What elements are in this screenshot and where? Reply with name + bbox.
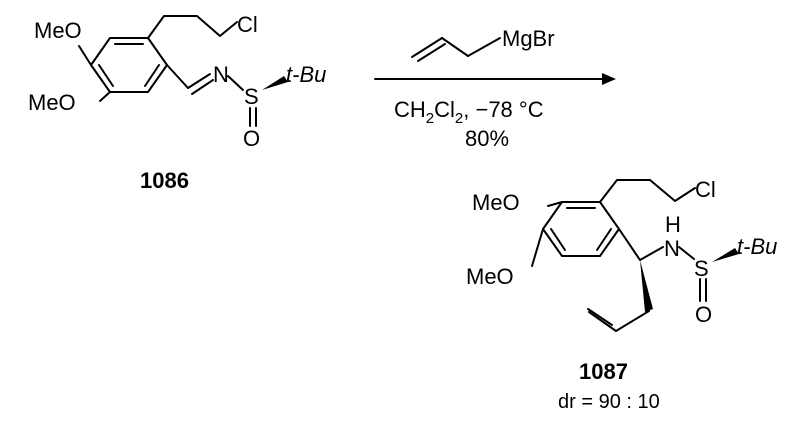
chlorine-label: Cl (237, 12, 258, 37)
reagent-structure: MgBr (411, 26, 555, 62)
compound-number: 1086 (140, 168, 189, 193)
reaction-yield: 80% (465, 126, 509, 151)
reaction-conditions: CH2Cl2, −78 °C (394, 97, 544, 127)
sulfur-label: S (244, 84, 259, 109)
compound-number: 1087 (579, 359, 628, 384)
methoxy-label: MeO (34, 18, 82, 43)
sulfur-label: S (694, 256, 709, 281)
methoxy-label: MeO (28, 90, 76, 115)
methoxy-label: MeO (472, 190, 520, 215)
reagent-formula: MgBr (502, 26, 555, 51)
methoxy-label: MeO (466, 264, 514, 289)
nitrogen-label: N (213, 62, 229, 87)
arrow-head (602, 73, 616, 85)
wedge-bond (262, 76, 288, 90)
nitrogen-label: N (664, 236, 680, 261)
wedge-bond (712, 248, 739, 262)
oxygen-label: O (243, 126, 260, 151)
chlorine-label: Cl (695, 177, 716, 202)
diastereomeric-ratio: dr = 90 : 10 (558, 391, 660, 413)
oxygen-label: O (695, 302, 712, 327)
wedge-bond (640, 260, 653, 312)
reactant-structure: MeO MeO Cl N S O t-Bu (28, 12, 326, 151)
product-structure: MeO MeO Cl H N S O t-Bu (466, 177, 777, 332)
tert-butyl-label: t-Bu (286, 62, 326, 87)
hydrogen-label: H (665, 212, 681, 237)
tert-butyl-label: t-Bu (737, 234, 777, 259)
